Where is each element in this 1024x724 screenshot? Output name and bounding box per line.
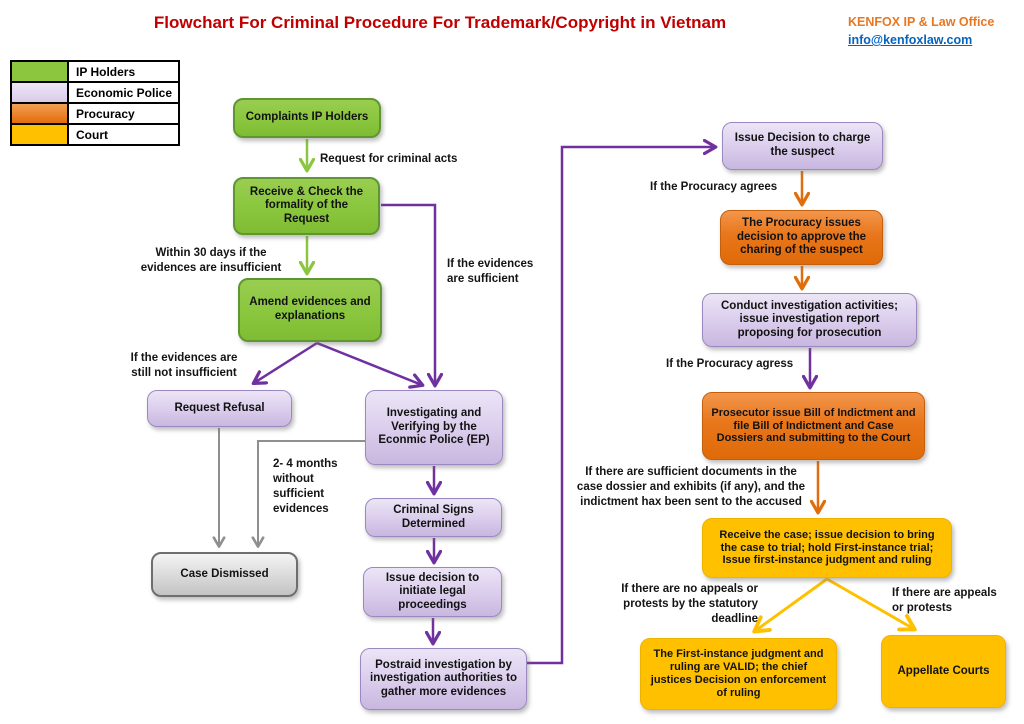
edge-label-sufficient-documents: If there are sufficient documents in the… — [576, 466, 806, 508]
legend-label-economic-police: Economic Police — [69, 83, 178, 102]
legend-row-court: Court — [12, 125, 178, 144]
edge-receive-to-investigating — [381, 203, 444, 388]
node-prosecutor-indictment: Prosecutor issue Bill of Indictment and … — [702, 392, 925, 460]
edge-label-within-30-days: Within 30 days if the evidences are insu… — [140, 247, 282, 274]
node-appellate-courts: Appellate Courts — [881, 635, 1006, 708]
edge-label-request-criminal-acts: Request for criminal acts — [320, 153, 458, 165]
node-judgment-valid: The First-instance judgment and ruling a… — [640, 638, 837, 710]
node-postraid-investigation: Postraid investigation by investigation … — [360, 648, 527, 710]
legend-swatch-ip-holders — [12, 62, 69, 81]
node-initiate-proceedings: Issue decision to initiate legal proceed… — [363, 567, 502, 617]
page-title: Flowchart For Criminal Procedure For Tra… — [153, 13, 727, 32]
org-name: KENFOX IP & Law Office — [848, 15, 995, 29]
node-amend-evidences: Amend evidences and explanations — [238, 278, 382, 342]
edge-amend-to-investigating — [316, 341, 425, 389]
edge-label-appeals-protests: If there are appeals or protests — [892, 587, 997, 614]
edge-label-2-4-months: 2- 4 months without sufficient evidences — [273, 458, 338, 515]
legend-label-court: Court — [69, 125, 178, 144]
legend-label-procuracy: Procuracy — [69, 104, 178, 123]
edge-label-procuracy-agress: If the Procuracy agress — [666, 358, 794, 370]
legend-label-ip-holders: IP Holders — [69, 62, 178, 81]
node-conduct-investigation: Conduct investigation activities; issue … — [702, 293, 917, 347]
legend-swatch-economic-police — [12, 83, 69, 102]
legend-row-economic-police: Economic Police — [12, 83, 178, 104]
legend-row-procuracy: Procuracy — [12, 104, 178, 125]
node-request-refusal: Request Refusal — [147, 390, 292, 427]
node-complaints-ip-holders: Complaints IP Holders — [233, 98, 381, 138]
node-investigating-verifying: Investigating and Verifying by the Econm… — [365, 390, 503, 465]
node-charge-suspect: Issue Decision to charge the suspect — [722, 122, 883, 170]
legend-row-ip-holders: IP Holders — [12, 62, 178, 83]
edge-amend-to-refusal — [251, 341, 318, 386]
node-receive-case-trial: Receive the case; issue decision to brin… — [702, 518, 952, 578]
legend: IP Holders Economic Police Procuracy Cou… — [10, 60, 180, 146]
node-receive-check-request: Receive & Check the formality of the Req… — [233, 177, 380, 235]
node-criminal-signs: Criminal Signs Determined — [365, 498, 502, 537]
email-link[interactable]: info@kenfoxlaw.com — [848, 33, 973, 47]
legend-swatch-court — [12, 125, 69, 144]
node-case-dismissed: Case Dismissed — [151, 552, 298, 597]
edge-label-procuracy-agrees: If the Procuracy agrees — [650, 181, 778, 193]
edge-label-still-not-insufficient: If the evidences are still not insuffici… — [130, 352, 238, 379]
edge-label-evidences-sufficient: If the evidences are sufficient — [447, 258, 534, 285]
edge-label-no-appeals: If there are no appeals or protests by t… — [621, 583, 758, 625]
node-procuracy-approve: The Procuracy issues decision to approve… — [720, 210, 883, 265]
legend-swatch-procuracy — [12, 104, 69, 123]
edge-receive-case-to-valid — [752, 577, 828, 634]
